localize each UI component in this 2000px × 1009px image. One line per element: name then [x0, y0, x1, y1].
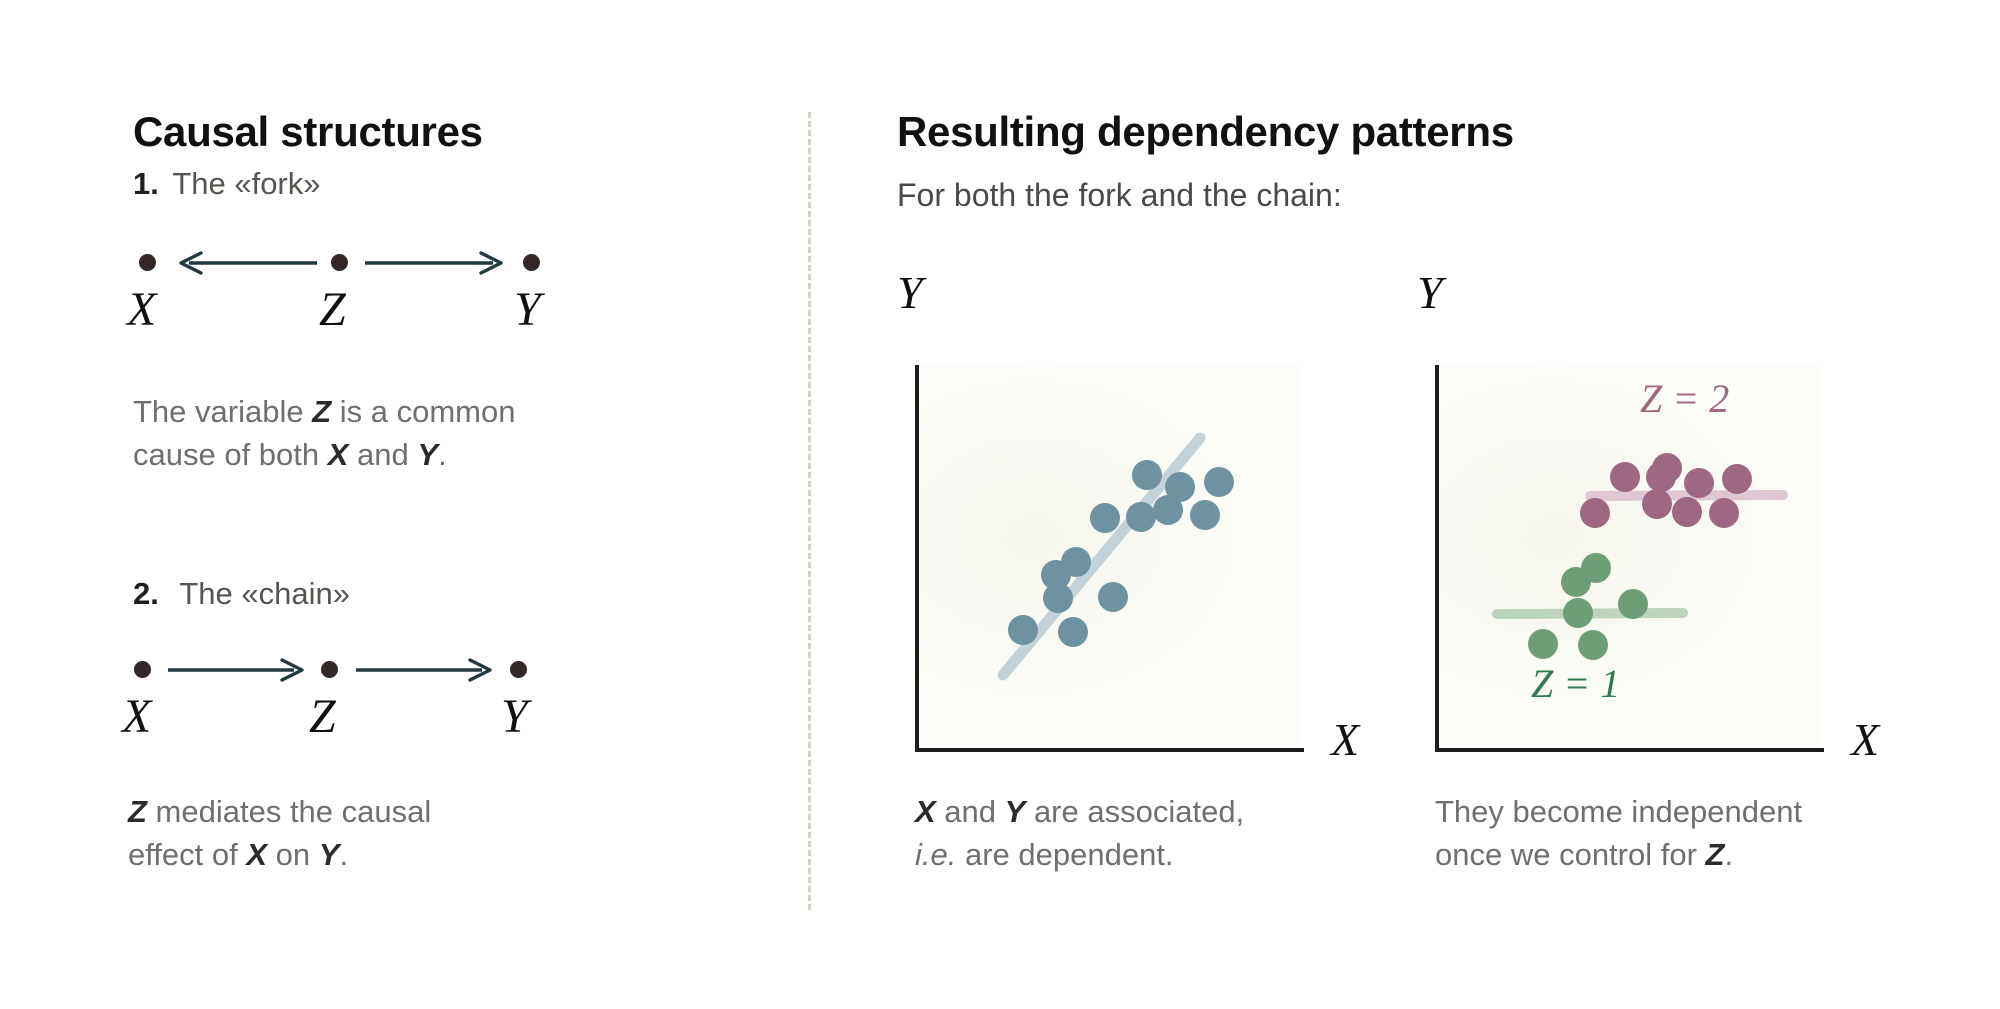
data-point	[1618, 589, 1648, 619]
data-point	[1061, 547, 1091, 577]
data-point	[1642, 489, 1672, 519]
chain-desc-var-x: X	[246, 837, 268, 872]
data-point	[1090, 503, 1120, 533]
chart-independent-y-axis-label: Y	[1417, 267, 1443, 318]
caption-right-l2-pre: once we control for	[1435, 837, 1706, 872]
chain-arrow-x-to-z	[168, 658, 308, 682]
fork-node-y-label: Y	[514, 283, 541, 336]
chart-independent-x-axis-label: X	[1851, 714, 1880, 765]
caption-independent: They become independent once we control …	[1435, 790, 1802, 876]
chart-independent-plot-area	[1439, 365, 1820, 748]
data-point	[1610, 462, 1640, 492]
caption-left-var-y: Y	[1004, 794, 1026, 829]
chain-node-x-label: X	[122, 690, 152, 743]
structure-fork-description: The variable Z is a common cause of both…	[133, 390, 516, 476]
fork-dag: X Z Y	[127, 248, 553, 358]
chart-associated: Y X	[897, 270, 1359, 763]
right-panel-intro: For both the fork and the chain:	[897, 177, 1342, 213]
caption-right-line1: They become independent	[1435, 794, 1803, 829]
data-point	[1165, 472, 1195, 502]
right-panel-title: Resulting dependency patterns	[897, 108, 1514, 155]
chart-independent-y-axis	[1435, 365, 1439, 752]
data-point	[1722, 464, 1752, 494]
chart-associated-x-axis-label: X	[1331, 714, 1360, 765]
structure-fork-name: The «fork»	[172, 166, 321, 201]
data-point	[1132, 460, 1162, 490]
structure-chain-number: 2.	[133, 576, 159, 611]
chain-dag: X Z Y	[122, 655, 548, 765]
chart-associated-y-axis	[915, 365, 919, 752]
fork-node-x-dot	[139, 254, 156, 271]
data-point	[1528, 629, 1558, 659]
caption-right-l2-post: .	[1724, 837, 1734, 872]
structure-chain-description: Z mediates the causal effect of X on Y.	[128, 790, 431, 876]
fork-node-z-label: Z	[319, 283, 346, 336]
fork-desc-l2-post: .	[438, 437, 447, 472]
chain-node-z-dot	[321, 661, 338, 678]
chart-independent-label-z1: Z = 1	[1531, 661, 1621, 706]
chain-node-x-dot	[134, 661, 151, 678]
fork-desc-l2-pre: cause of both	[133, 437, 328, 472]
chart-independent-group-lines	[1492, 490, 1788, 619]
data-point	[1098, 582, 1128, 612]
fork-desc-var-z: Z	[312, 394, 332, 429]
fork-desc-l2-mid: and	[348, 437, 418, 472]
chain-node-z-label: Z	[309, 690, 336, 743]
chart-independent-label-z2: Z = 2	[1640, 376, 1730, 421]
chart-associated-trend-line	[997, 432, 1206, 681]
caption-associated: X and Y are associated, i.e. are depende…	[915, 790, 1244, 876]
left-panel-title: Causal structures	[133, 108, 483, 155]
fork-arrow-z-to-y	[365, 251, 507, 275]
chart-associated-x-axis	[915, 748, 1304, 752]
chain-desc-var-z: Z	[128, 794, 147, 829]
data-point	[1578, 630, 1608, 660]
chart-independent: Z = 2 Z = 1 Y X	[1417, 270, 1879, 763]
data-point	[1684, 468, 1714, 498]
caption-left-mid1: and	[935, 794, 1005, 829]
data-point	[1580, 498, 1610, 528]
structure-chain-name: The «chain»	[179, 576, 350, 611]
chain-desc-l2-post: .	[339, 837, 349, 872]
data-point	[1563, 598, 1593, 628]
data-point	[1190, 500, 1220, 530]
structure-fork-number: 1.	[133, 166, 159, 201]
fork-node-y-dot	[523, 254, 540, 271]
fork-arrow-z-to-x	[175, 251, 317, 275]
chain-desc-var-y: Y	[318, 837, 340, 872]
chart-associated-y-axis-label: Y	[897, 267, 923, 318]
chart-associated-plot-area	[919, 365, 1300, 748]
data-point	[1709, 498, 1739, 528]
fork-desc-l1-pre: The variable	[133, 394, 313, 429]
fork-node-x-label: X	[127, 283, 157, 336]
data-point	[1126, 502, 1156, 532]
fork-node-z-dot	[331, 254, 348, 271]
chart-independent-x-axis	[1435, 748, 1824, 752]
data-point	[1058, 617, 1088, 647]
data-point	[1008, 615, 1038, 645]
caption-left-post1: are associated,	[1025, 794, 1245, 829]
data-point	[1581, 553, 1611, 583]
chain-desc-l1-post: mediates the causal	[146, 794, 432, 829]
data-point	[1204, 467, 1234, 497]
chain-desc-l2-pre: effect of	[128, 837, 247, 872]
chain-node-y-label: Y	[501, 690, 528, 743]
fork-desc-var-y: Y	[417, 437, 439, 472]
chain-node-y-dot	[510, 661, 527, 678]
caption-left-ie: i.e.	[915, 837, 957, 872]
caption-left-var-x: X	[915, 794, 936, 829]
vertical-divider	[808, 112, 811, 910]
data-point	[1672, 497, 1702, 527]
chain-arrow-z-to-y	[356, 658, 496, 682]
fork-desc-var-x: X	[327, 437, 349, 472]
data-point	[1652, 453, 1682, 483]
caption-left-post2: are dependent.	[956, 837, 1174, 872]
fork-desc-l1-post: is a common	[331, 394, 516, 429]
chain-desc-l2-mid: on	[267, 837, 319, 872]
caption-right-var-z: Z	[1705, 837, 1725, 872]
